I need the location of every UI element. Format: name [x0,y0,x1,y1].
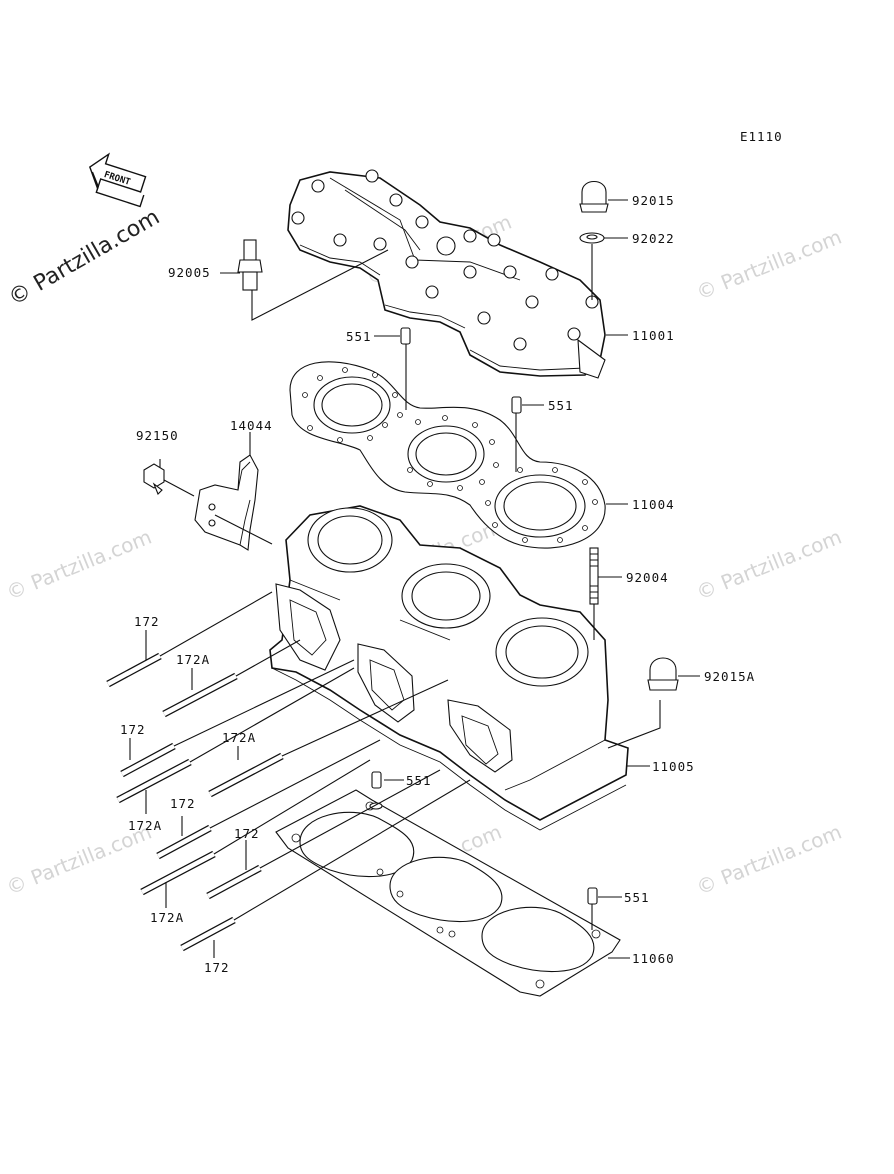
stud-172[interactable] [106,652,162,688]
cylinder-head-11001[interactable] [287,169,606,379]
dowel-551-c[interactable] [369,771,383,810]
cylinder-block-11005[interactable] [269,505,629,831]
label-92015A: 92015A [704,669,755,684]
head-gasket-11004[interactable] [289,361,606,549]
front-arrow-icon: FRONT [88,152,147,208]
watermark-main: © Partzilla.com [5,205,165,312]
fitting-92005[interactable] [237,239,263,291]
stud-172A[interactable] [208,752,284,798]
leader-lines [129,199,700,959]
watermark-faint: © Partzilla.com [470,0,624,3]
part-labels: 92015 92022 92005 11001 551 551 92150 14… [120,193,755,975]
label-172: 172 [170,796,196,811]
dowel-551-b[interactable] [511,396,522,414]
acorn-nut-92015[interactable] [579,180,609,213]
label-11001: 11001 [632,328,675,343]
diagram-code: E1110 [740,129,783,144]
label-172: 172 [234,826,260,841]
watermark-faint: © Partzilla.com [3,525,155,605]
label-11004: 11004 [632,497,675,512]
stud-172A[interactable] [140,850,216,896]
bolt-92150[interactable] [143,463,165,495]
label-92015: 92015 [632,193,675,208]
watermark-faint: © Partzilla.com [693,525,845,605]
washer-92022[interactable] [579,232,605,244]
label-551: 551 [346,329,372,344]
label-14044: 14044 [230,418,273,433]
studs-172-group [106,652,284,952]
label-172A: 172A [150,910,184,925]
label-551: 551 [406,773,432,788]
label-172: 172 [134,614,160,629]
bracket-14044[interactable] [194,454,259,551]
label-172A: 172A [128,818,162,833]
watermark-faint: © Partzilla.com [693,225,845,305]
stud-172[interactable] [180,916,236,952]
dowel-551-a[interactable] [400,327,411,345]
label-551: 551 [548,398,574,413]
label-172A: 172A [222,730,256,745]
watermark-faint: © Partzilla.com [693,820,845,900]
label-172A: 172A [176,652,210,667]
label-551: 551 [624,890,650,905]
label-172: 172 [204,960,230,975]
label-92005: 92005 [168,265,211,280]
dowel-551-d[interactable] [587,887,598,905]
acorn-nut-92015A[interactable] [647,657,679,691]
label-92150: 92150 [136,428,179,443]
stud-172[interactable] [156,824,212,860]
stud-172[interactable] [120,742,176,778]
base-gasket-11060[interactable] [275,789,621,997]
label-11060: 11060 [632,951,675,966]
label-92022: 92022 [632,231,675,246]
stud-172[interactable] [206,864,262,900]
label-92004: 92004 [626,570,669,585]
label-172: 172 [120,722,146,737]
stud-172A[interactable] [116,758,192,804]
stud-172A[interactable] [162,672,238,718]
stud-92004[interactable] [589,547,599,605]
label-11005: 11005 [652,759,695,774]
